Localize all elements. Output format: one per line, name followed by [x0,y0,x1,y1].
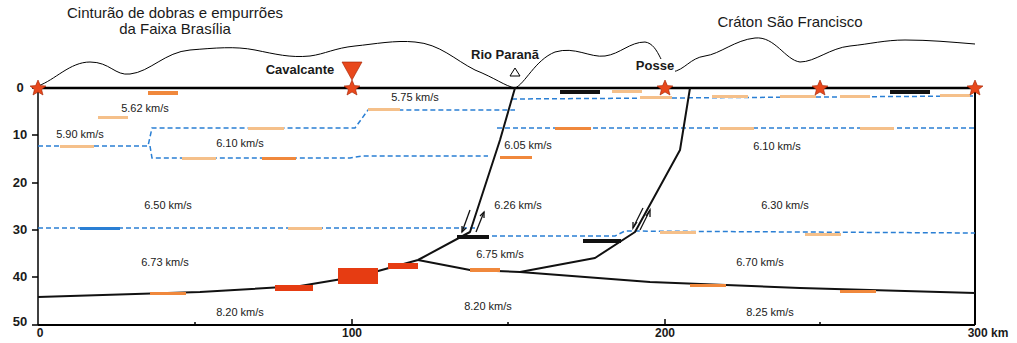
distance-axis [38,324,975,326]
axis-label: 50 [12,315,28,329]
axis-label: 300 km [967,327,1010,340]
river-marker [510,68,520,76]
place-name: Rio Paranã [470,48,540,62]
velocity-label: 6.75 km/s [475,248,525,260]
velocity-label: 6.10 km/s [215,137,265,149]
velocity-label: 5.75 km/s [390,91,440,103]
surface-line [38,87,975,90]
place-name: Cavalcante [265,63,336,77]
velocity-label: 6.26 km/s [493,199,543,211]
velocity-label: 6.70 km/s [735,256,785,268]
velocity-label: 6.05 km/s [503,139,553,151]
velocity-label: 5.62 km/s [120,102,170,114]
axis-label: 30 [12,223,28,237]
velocity-label: 6.50 km/s [143,199,193,211]
velocity-label: 8.20 km/s [463,300,513,312]
velocity-label: 8.20 km/s [215,306,265,318]
axis-label: 0 [36,327,45,340]
axis-label: 20 [12,176,28,190]
region-title: Cinturão de dobras e empurrões da Faixa … [58,5,292,38]
station-marker [342,62,362,80]
axis-label: 40 [12,270,28,284]
right-border [974,88,976,325]
axis-label: 0 [15,81,24,95]
axis-label: 10 [12,128,28,142]
fault-arrows [462,208,650,232]
velocity-label: 6.73 km/s [140,256,190,268]
velocity-label: 8.25 km/s [745,306,795,318]
velocity-label: 5.90 km/s [55,128,105,140]
shot-points [30,80,983,95]
velocity-label: 6.10 km/s [752,140,802,152]
topography [38,38,975,88]
faults-moho [38,88,975,297]
axis-ticks [32,88,820,325]
place-name: Posse [635,59,675,73]
velocity-label: 6.30 km/s [760,199,810,211]
axis-label: 100 [341,327,363,340]
axis-label: 200 [654,327,676,340]
region-title: Cráton São Francisco [716,14,863,31]
depth-axis [37,88,39,325]
reflection-segments [60,90,970,295]
